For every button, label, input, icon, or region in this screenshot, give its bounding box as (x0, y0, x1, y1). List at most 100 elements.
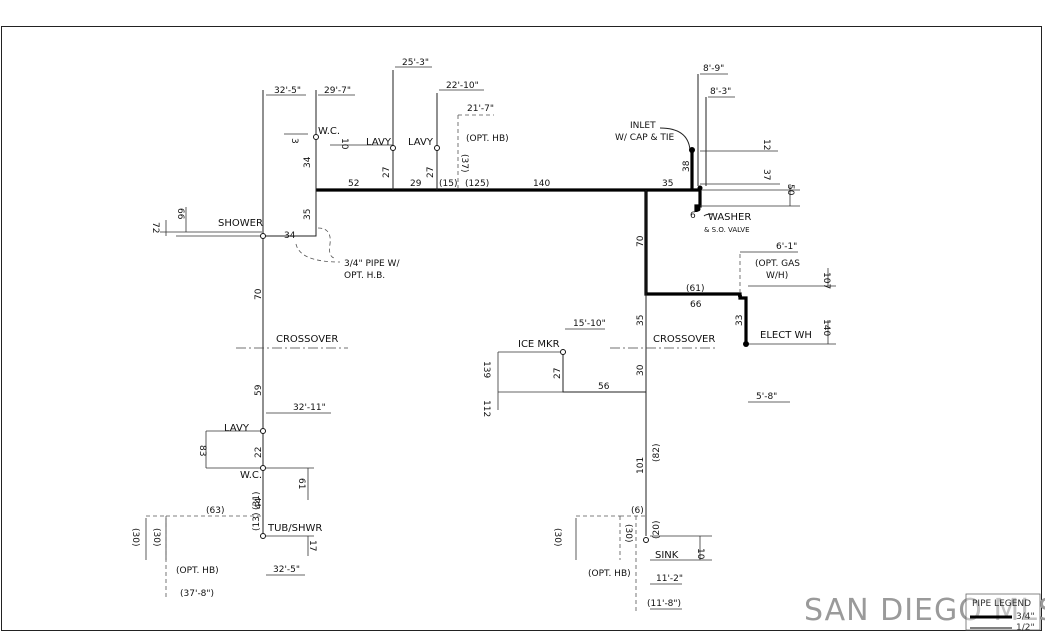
dimension-lines (145, 66, 836, 610)
dim-6-1: 6'-1" (776, 242, 797, 252)
vertical-segment-lengths: 34 35 70 59 22 44 (31) (13) 70 33 35 30 … (252, 156, 745, 539)
segment-lengths: 52 29 (15) (125) 140 35 34 (61) 66 56 (6… (206, 179, 704, 516)
seg-15: (15) (439, 179, 457, 189)
optional-dashed-lines (146, 114, 741, 612)
label-opt-hb-top: (OPT. HB) (466, 134, 509, 144)
label-lavy-3: LAVY (224, 423, 250, 434)
label-shower: SHOWER (218, 218, 263, 229)
legend-title: PIPE LEGEND (972, 599, 1031, 609)
dim-5-8: 5'-8" (756, 392, 777, 402)
seg-6: 6 (690, 211, 696, 221)
fixture-nodes (260, 134, 749, 543)
label-tub-shwr: TUB/SHWR (267, 523, 322, 534)
main-pipe (316, 152, 748, 344)
pipe-legend: PIPE LEGEND 3/4" 1/2" (965, 593, 1041, 632)
distance-dimensions: 32'-5" 29'-7" 25'-3" 22'-10" 21'-7" 8'-9… (180, 58, 797, 609)
elev-61: 61 (296, 478, 306, 489)
fixture-labels: W.C. LAVY LAVY (OPT. HB) SHOWER 3/4" PIP… (176, 121, 812, 579)
seg-82: (82) (652, 444, 662, 462)
elevation-labels: 3 10 (37) 12 37 50 66 72 107 140 139 112… (130, 138, 831, 560)
seg-30-right: 30 (636, 364, 646, 376)
dim-8-3: 8'-3" (710, 87, 731, 97)
seg-35-right: 35 (636, 315, 646, 326)
label-wc-bottom: W.C. (240, 470, 262, 481)
seg-6p: (6) (631, 506, 644, 516)
elev-37r: 37 (761, 169, 771, 180)
seg-66: 66 (690, 300, 702, 310)
label-wc-top: W.C. (318, 126, 340, 137)
elev-30-d: (30) (623, 524, 633, 542)
dim-22-10: 22'-10" (446, 81, 479, 91)
watermark: SAN DIEGO MLS (804, 593, 1045, 628)
seg-70-left: 70 (254, 288, 264, 300)
label-washer-sub: & S.O. VALVE (704, 226, 750, 234)
label-pipe-note-2: OPT. H.B. (344, 271, 385, 281)
seg-70-right: 70 (636, 235, 646, 247)
elev-30-a: (30) (130, 528, 140, 546)
label-ice-mkr: ICE MKR (518, 339, 560, 350)
seg-61: (61) (686, 284, 704, 294)
seg-38: 38 (682, 160, 692, 172)
label-sink: SINK (655, 550, 679, 561)
label-elect-wh: ELECT WH (760, 330, 812, 341)
dim-37-8: (37'-8") (180, 589, 214, 599)
label-lavy-1: LAVY (366, 137, 392, 148)
dim-32-11: 32'-11" (293, 403, 326, 413)
label-inlet-2: W/ CAP & TIE (615, 133, 675, 143)
dim-21-7: 21'-7" (467, 104, 494, 114)
seg-125: (125) (465, 179, 489, 189)
dim-25-3: 25'-3" (402, 58, 429, 68)
elev-12-top: 12 (761, 139, 771, 150)
seg-22: 22 (254, 447, 264, 458)
legend-row-2: 1/2" (1016, 623, 1035, 632)
label-crossover-left: CROSSOVER (276, 334, 338, 345)
seg-56: 56 (598, 382, 610, 392)
elev-140: 140 (821, 319, 831, 336)
elev-50: 50 (785, 184, 795, 196)
seg-34-top: 34 (303, 156, 313, 168)
label-opt-gas-2: W/H) (766, 271, 788, 281)
label-pipe-note-1: 3/4" PIPE W/ (344, 259, 400, 269)
seg-27-ice: 27 (553, 368, 563, 379)
elev-30-b: (30) (151, 528, 161, 546)
elev-10-top: 10 (339, 138, 349, 150)
dim-8-9: 8'-9" (703, 64, 724, 74)
label-washer: WASHER (708, 212, 751, 223)
seg-44: 44 (254, 497, 264, 509)
seg-31-label: (31) (252, 492, 262, 510)
label-inlet-1: INLET (630, 121, 656, 131)
label-lavy-2: LAVY (408, 137, 434, 148)
label-opt-gas-1: (OPT. GAS (755, 259, 800, 269)
dim-11-2: 11'-2" (656, 574, 683, 584)
washer-leader (703, 213, 713, 217)
seg-35-left: 35 (303, 209, 313, 220)
seg-35-top: 35 (662, 179, 673, 189)
elev-30-c: (30) (552, 528, 562, 546)
sheet-border (1, 26, 1042, 631)
label-opt-hb-br: (OPT. HB) (588, 569, 631, 579)
elev-10-bot: 10 (695, 548, 705, 560)
dim-32-5-top: 32'-5" (274, 86, 301, 96)
dim-29-7: 29'-7" (324, 86, 351, 96)
elev-37: (37) (459, 154, 469, 172)
seg-52: 52 (348, 179, 359, 189)
elev-107: 107 (821, 272, 831, 289)
seg-140: 140 (533, 179, 550, 189)
elev-112: 112 (481, 400, 491, 417)
seg-59: 59 (254, 384, 264, 396)
legend-row-1: 3/4" (1016, 612, 1035, 622)
seg-20: (20) (652, 521, 662, 539)
seg-29: 29 (410, 179, 422, 189)
seg-33: 33 (735, 315, 745, 326)
seg-63: (63) (206, 506, 224, 516)
dim-15-10: 15'-10" (573, 319, 606, 329)
label-opt-hb-bl: (OPT. HB) (176, 566, 219, 576)
inlet-leader (659, 127, 691, 151)
seg-27-b: 27 (426, 167, 436, 178)
elev-66: 66 (175, 208, 185, 220)
elev-83: 83 (197, 445, 207, 456)
elev-3: 3 (289, 138, 299, 144)
seg-101: 101 (636, 457, 646, 474)
seg-27-a: 27 (382, 167, 392, 178)
elev-139: 139 (481, 361, 491, 378)
